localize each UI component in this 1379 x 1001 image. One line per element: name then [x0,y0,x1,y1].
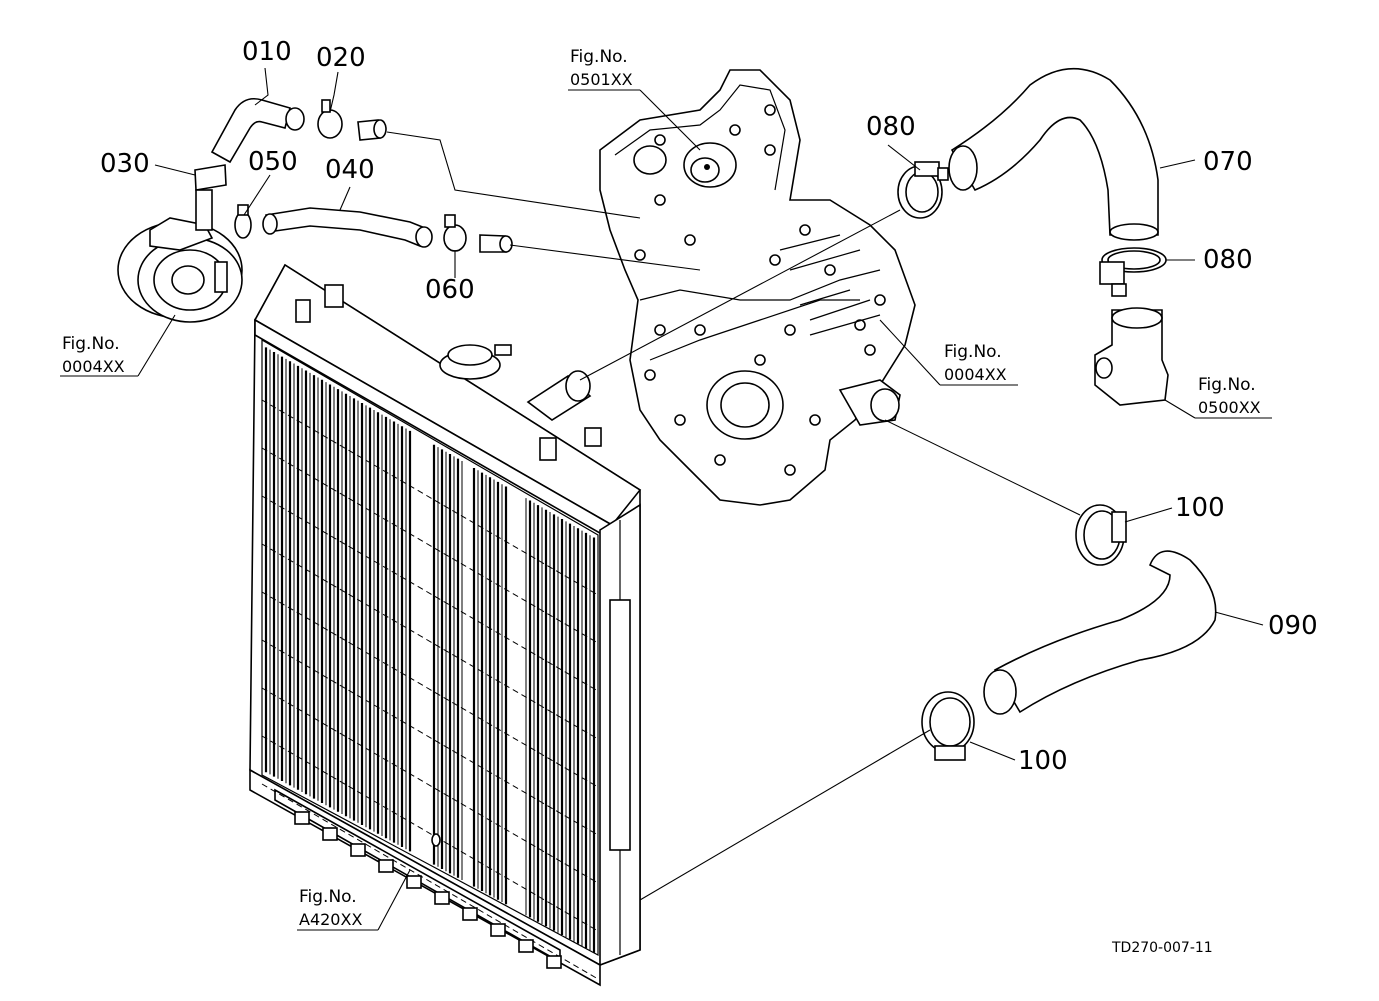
label-030: 030 [100,149,150,179]
radiator-bottom-ribs [294,811,562,969]
label-020: 020 [316,43,366,73]
hose-040 [262,207,433,248]
label-090: 090 [1268,611,1318,641]
leader-lines [60,67,1272,931]
part-number-labels: 010 020 030 050 040 060 080 070 080 100 … [100,37,1318,776]
figure-reference-labels: Fig.No. 0004XX Fig.No. 0501XX Fig.No. 00… [62,47,1261,929]
figref-gear-case-top-label: Fig.No. [570,47,628,67]
thermostat-housing [1094,307,1169,406]
figref-oil-cooler-label: Fig.No. [62,334,120,354]
figref-gear-case-label: Fig.No. [944,342,1002,362]
oil-cooler [117,217,243,323]
label-070: 070 [1203,147,1253,177]
label-040: 040 [325,155,375,185]
gear-case [599,69,916,506]
hose-070 [948,67,1159,241]
clamp-060 [443,214,467,252]
clamp-020 [317,99,343,139]
clamp-080-upper [897,161,949,219]
radiator [249,263,642,987]
hose-090 [983,550,1217,715]
label-080-upper: 080 [866,112,916,142]
figref-oil-cooler-code: 0004XX [62,357,125,376]
gear-case-bolts [634,104,886,476]
clamp-030 [194,164,227,231]
figref-gear-case-top-code: 0501XX [570,70,633,89]
pipe-stub-lower [479,234,513,253]
hose-010 [210,97,305,164]
label-010: 010 [242,37,292,67]
figref-thermostat-code: 0500XX [1198,398,1261,417]
radiator-core-fins [261,347,599,980]
clamp-080-lower [1099,247,1167,297]
clamp-100-lower [921,691,975,761]
label-080-lower: 080 [1203,245,1253,275]
label-100-upper: 100 [1175,493,1225,523]
label-060: 060 [425,275,475,305]
label-100-lower: 100 [1018,746,1068,776]
pipe-stub-upper [357,119,387,141]
figref-radiator-label: Fig.No. [299,887,357,907]
figref-radiator-code: A420XX [299,910,362,929]
clamp-050 [234,204,252,239]
drawing-id: TD270-007-11 [1111,940,1213,956]
figref-gear-case-code: 0004XX [944,365,1007,384]
label-050: 050 [248,147,298,177]
figref-thermostat-label: Fig.No. [1198,375,1256,395]
clamp-100-upper [1075,504,1127,566]
